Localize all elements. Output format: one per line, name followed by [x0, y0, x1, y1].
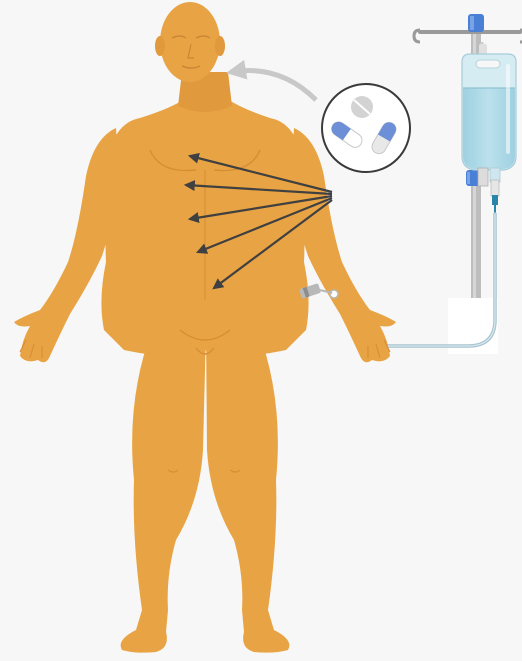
arrow-to-head	[232, 71, 316, 100]
iv-drip-bag	[462, 42, 516, 214]
pills-icon	[322, 84, 410, 172]
